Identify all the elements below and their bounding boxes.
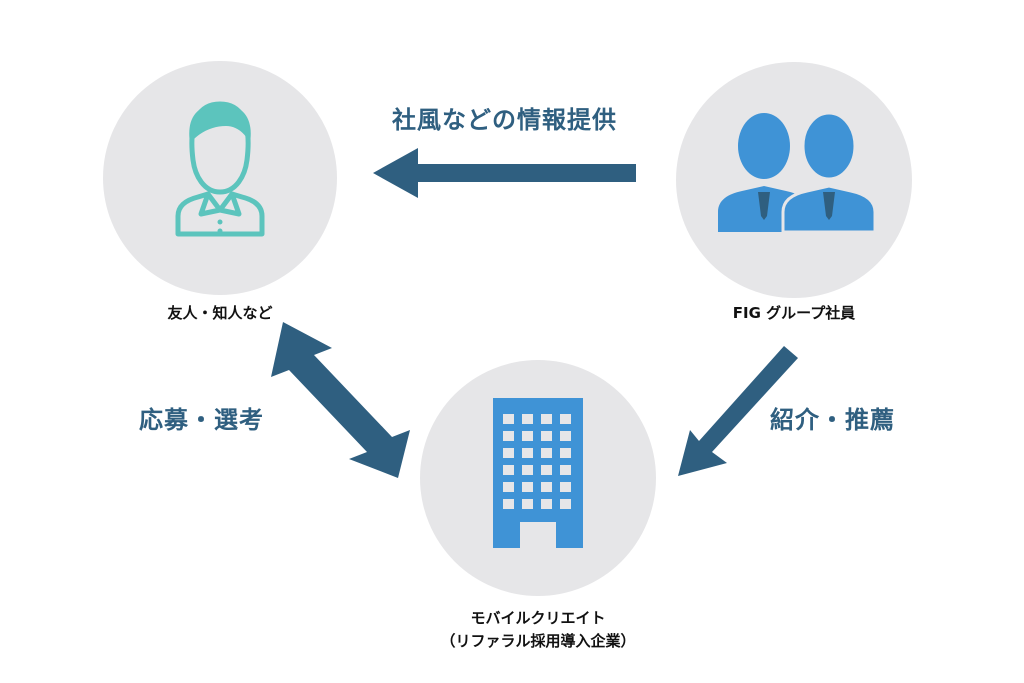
window-icon: [560, 465, 571, 475]
building-icon: [493, 398, 583, 548]
window-icon: [541, 482, 552, 492]
refer-flow-label: 紹介・推薦: [770, 406, 895, 434]
two-people-icon: [718, 111, 877, 234]
window-icon: [560, 414, 571, 424]
window-icon: [560, 448, 571, 458]
friend-label: 友人・知人など: [167, 304, 273, 322]
window-icon: [560, 482, 571, 492]
window-icon: [541, 414, 552, 424]
apply-flow-label: 応募・選考: [139, 406, 264, 434]
employees-circle: [676, 62, 912, 298]
window-icon: [541, 465, 552, 475]
window-icon: [522, 482, 533, 492]
window-icon: [522, 431, 533, 441]
company-label-line2: （リファラル採用導入企業）: [440, 632, 636, 650]
employees-label: FIG グループ社員: [732, 304, 856, 322]
info-flow-label: 社風などの情報提供: [392, 106, 617, 134]
window-icon: [522, 499, 533, 509]
company-node: [420, 360, 656, 596]
window-icon: [522, 465, 533, 475]
friend-circle: [103, 61, 337, 295]
window-icon: [503, 465, 514, 475]
window-icon: [503, 482, 514, 492]
window-icon: [522, 448, 533, 458]
window-icon: [560, 431, 571, 441]
window-icon: [503, 499, 514, 509]
hair-shape: [189, 104, 251, 143]
window-icon: [503, 431, 514, 441]
window-icon: [522, 414, 533, 424]
apply-arrow: [271, 322, 410, 478]
employees-node: [676, 62, 912, 298]
friend-node: [103, 61, 337, 295]
window-icon: [503, 448, 514, 458]
company-label-line1: モバイルクリエイト: [470, 609, 606, 627]
window-icon: [541, 499, 552, 509]
window-icon: [503, 414, 514, 424]
window-icon: [541, 448, 552, 458]
shirt-button-icon: [217, 228, 223, 234]
window-icon: [560, 499, 571, 509]
info-arrow: [373, 148, 636, 198]
shirt-button-icon: [217, 219, 223, 225]
refer-arrow: [678, 346, 798, 476]
window-icon: [541, 431, 552, 441]
